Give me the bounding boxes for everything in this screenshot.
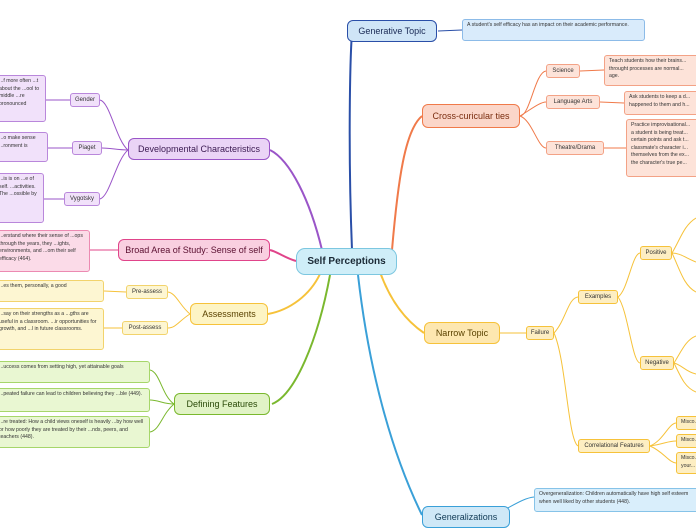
science-note[interactable]: Teach students how their brains... throu… — [604, 55, 696, 86]
generalizations-note[interactable]: Overgeneralization: Children automatical… — [534, 488, 696, 512]
piaget-note[interactable]: ...o make sense ...ronment is — [0, 132, 48, 162]
generative-topic-node[interactable]: Generative Topic — [347, 20, 437, 42]
post-assess-node[interactable]: Post-assess — [122, 321, 168, 335]
broad-area-note[interactable]: ...erstand where their sense of ...ops t… — [0, 230, 90, 272]
vygotsky-note[interactable]: ...is is on ...e of self. ...activities.… — [0, 173, 44, 223]
narrow-topic-node[interactable]: Narrow Topic — [424, 322, 500, 344]
branch-generalizations — [357, 274, 423, 516]
gender-node[interactable]: Gender — [70, 93, 100, 107]
developmental-characteristics-node[interactable]: Developmental Characteristics — [128, 138, 270, 160]
misconception-3-note[interactable]: Misco... your... — [676, 452, 696, 474]
defining-note-goals[interactable]: ...uccess comes from setting high, yet a… — [0, 361, 150, 383]
language-arts-note[interactable]: Ask students to keep a d... happened to … — [624, 91, 696, 115]
theatre-drama-node[interactable]: Theatre/Drama — [546, 141, 604, 155]
generative-note[interactable]: A student's self efficacy has an impact … — [462, 19, 645, 41]
science-node[interactable]: Science — [546, 64, 580, 78]
branch-defining — [271, 274, 331, 405]
examples-node[interactable]: Examples — [578, 290, 618, 304]
assessments-node[interactable]: Assessments — [190, 303, 268, 325]
branch-cross — [391, 115, 423, 251]
defining-note-failure[interactable]: ...peated failure can lead to children b… — [0, 388, 150, 412]
failure-node[interactable]: Failure — [526, 326, 554, 340]
gender-note[interactable]: ...f more often ...t about the ...ool to… — [0, 75, 46, 122]
vygotsky-node[interactable]: Vygotsky — [64, 192, 100, 206]
pre-assess-note[interactable]: ...es them, personally, a good — [0, 280, 104, 302]
post-assess-note[interactable]: ...say on their strengths as a ...gths a… — [0, 308, 104, 350]
generalizations-node[interactable]: Generalizations — [422, 506, 510, 528]
correlational-features-node[interactable]: Correlational Features — [578, 439, 650, 453]
defining-note-treatment[interactable]: ...re treated: How a child views oneself… — [0, 416, 150, 448]
defining-features-node[interactable]: Defining Features — [174, 393, 270, 415]
pre-assess-node[interactable]: Pre-assess — [126, 285, 168, 299]
branch-generative — [348, 31, 353, 251]
cross-curricular-node[interactable]: Cross-curicular ties — [422, 104, 520, 128]
broad-area-node[interactable]: Broad Area of Study: Sense of self — [118, 239, 270, 261]
piaget-node[interactable]: Piaget — [72, 141, 102, 155]
positive-node[interactable]: Positive — [640, 246, 672, 260]
branch-developmental — [269, 149, 323, 251]
negative-node[interactable]: Negative — [640, 356, 674, 370]
branch-narrow — [379, 271, 425, 334]
root-node[interactable]: Self Perceptions — [296, 248, 397, 275]
branch-broad — [269, 249, 297, 262]
theatre-drama-note[interactable]: Practice improvisational... a student is… — [626, 119, 696, 177]
branch-assessments — [267, 273, 321, 315]
misconception-2-note[interactable]: Misco... — [676, 434, 696, 448]
misconception-1-note[interactable]: Misco... — [676, 416, 696, 430]
language-arts-node[interactable]: Language Arts — [546, 95, 600, 109]
